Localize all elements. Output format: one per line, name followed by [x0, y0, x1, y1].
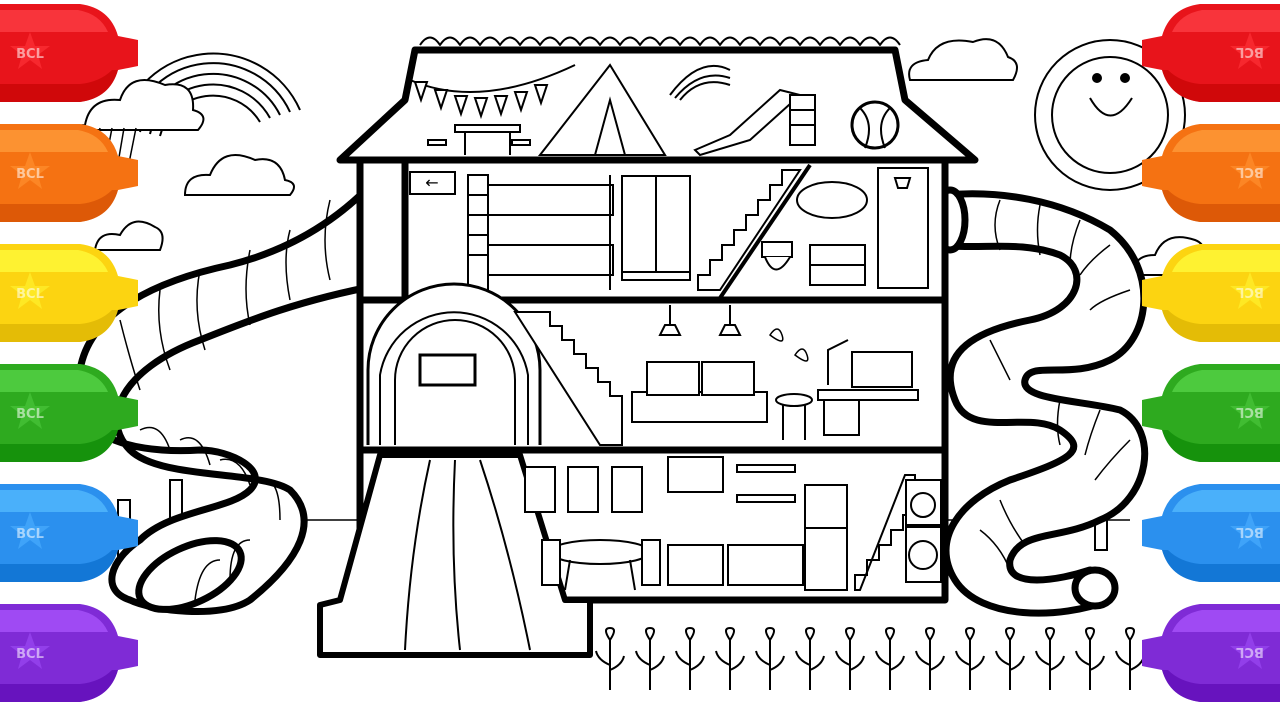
- marker-right-red: BCL: [1140, 0, 1280, 108]
- marker-right-blue: BCL: [1140, 476, 1280, 588]
- star-icon: [1230, 392, 1270, 429]
- marker-brand-label: BCL: [1236, 284, 1264, 299]
- washer-dryer: [905, 479, 942, 583]
- flower-row: [595, 626, 1145, 690]
- tent: [537, 63, 667, 156]
- butterflies: [768, 328, 809, 362]
- cloud-right-top: [908, 38, 1018, 81]
- svg-text:←: ←: [425, 173, 438, 192]
- marker-brand-label: BCL: [16, 647, 44, 662]
- star-icon: [10, 632, 50, 669]
- star-icon: [1230, 272, 1270, 309]
- marker-brand-label: BCL: [16, 527, 44, 542]
- marker-right-purple: BCL: [1140, 596, 1280, 708]
- star-icon: [10, 152, 50, 189]
- marker-left-purple: BCL: [0, 596, 140, 708]
- cloud-left-mid: [183, 154, 295, 196]
- tree-slide-lines: [404, 459, 531, 651]
- marker-brand-label: BCL: [16, 167, 44, 182]
- desk: [817, 339, 919, 436]
- sun: [1034, 39, 1186, 191]
- star-icon: [1230, 512, 1270, 549]
- bunk-bed: [467, 174, 614, 291]
- marker-brand-label: BCL: [16, 407, 44, 422]
- marker-left-red: BCL: [0, 0, 140, 108]
- marker-brand-label: BCL: [1236, 44, 1264, 59]
- bathroom: [718, 163, 929, 300]
- ceiling-lamps: [658, 305, 742, 336]
- tube-slide-left-ribs: [119, 199, 331, 601]
- star-icon: [10, 392, 50, 429]
- stairs-lower: [854, 474, 916, 591]
- arch-door: [366, 282, 542, 445]
- dining-table: [541, 539, 661, 591]
- marker-left-orange: BCL: [0, 116, 140, 228]
- cloud-left-low: [93, 220, 164, 251]
- marker-right-yellow: BCL: [1140, 236, 1280, 348]
- marker-left-yellow: BCL: [0, 236, 140, 348]
- star-icon: [1230, 632, 1270, 669]
- star-icon: [1230, 152, 1270, 189]
- star-icon: [10, 512, 50, 549]
- marker-brand-label: BCL: [16, 47, 44, 62]
- marker-brand-label: BCL: [1236, 644, 1264, 659]
- marker-left-green: BCL: [0, 356, 140, 468]
- beach-ball: [850, 100, 900, 150]
- star-icon: [1230, 32, 1270, 69]
- sofa: [631, 361, 768, 423]
- stairs-upper: [697, 169, 802, 291]
- rainbow-attic: [669, 65, 731, 101]
- marker-brand-label: BCL: [1236, 524, 1264, 539]
- marker-brand-label: BCL: [1236, 164, 1264, 179]
- marker-right-green: BCL: [1140, 356, 1280, 468]
- arrow-sign: ←: [409, 171, 456, 195]
- attic-slide: [693, 88, 816, 157]
- wardrobe: [621, 175, 691, 281]
- star-icon: [10, 272, 50, 309]
- marker-right-orange: BCL: [1140, 116, 1280, 228]
- stool: [775, 393, 813, 440]
- wall-frames: [524, 466, 643, 513]
- attic-table: [427, 124, 531, 155]
- stairs-middle: [513, 311, 623, 446]
- marker-brand-label: BCL: [1236, 404, 1264, 419]
- attic-bunting: [409, 64, 576, 120]
- marker-left-blue: BCL: [0, 476, 140, 588]
- star-icon: [10, 32, 50, 69]
- tube-slide-right-ribs: [979, 199, 1131, 571]
- kitchen: [667, 456, 848, 591]
- marker-brand-label: BCL: [16, 287, 44, 302]
